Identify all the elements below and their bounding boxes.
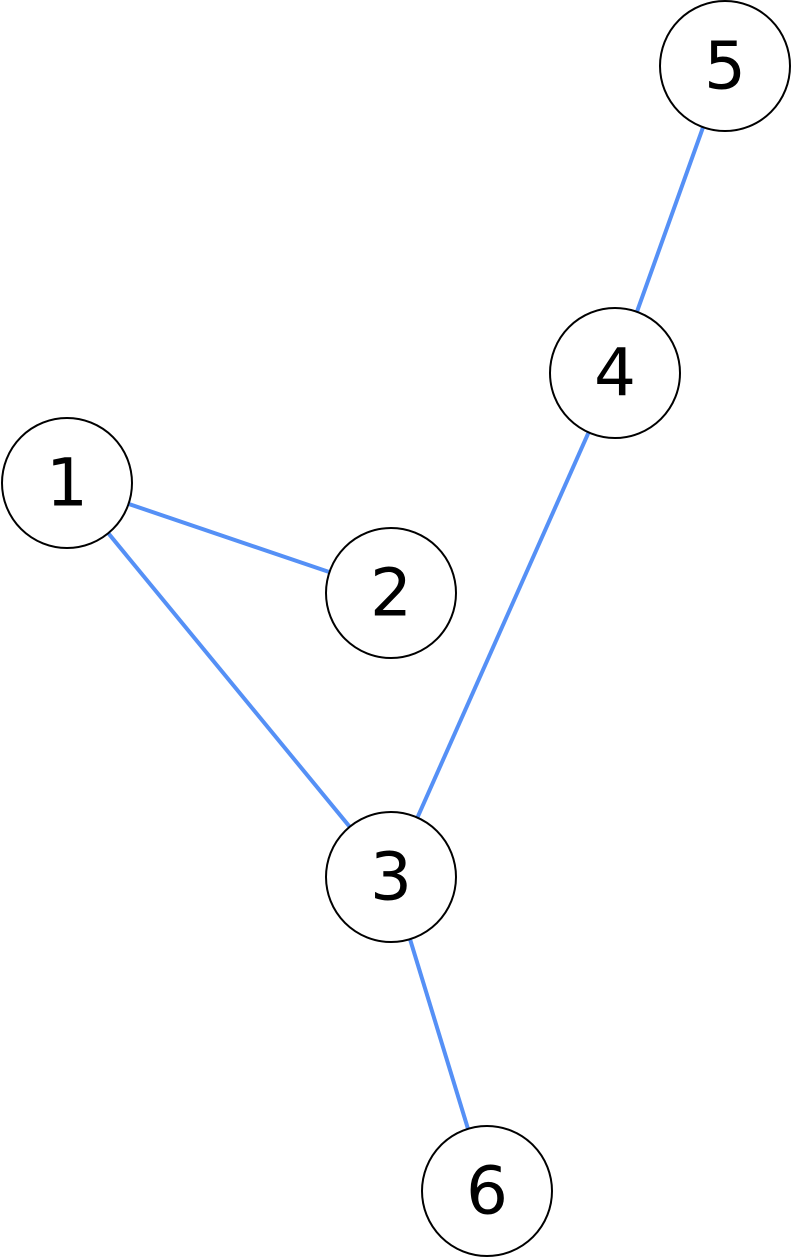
node-1: 1 [1, 417, 133, 549]
node-4: 4 [549, 307, 681, 439]
node-circle-4 [549, 307, 681, 439]
node-5: 5 [659, 0, 791, 132]
node-label-1: 1 [46, 445, 88, 522]
node-2: 2 [325, 527, 457, 659]
node-6: 6 [421, 1125, 553, 1257]
node-circle-1 [1, 417, 133, 549]
node-label-4: 4 [594, 335, 636, 412]
node-label-2: 2 [370, 555, 412, 632]
node-3: 3 [325, 811, 457, 943]
edge-1-3 [65, 481, 393, 879]
node-circle-2 [325, 527, 457, 659]
node-label-5: 5 [704, 28, 746, 105]
node-circle-5 [659, 0, 791, 132]
node-label-3: 3 [370, 839, 412, 916]
node-label-6: 6 [466, 1153, 508, 1230]
node-circle-3 [325, 811, 457, 943]
node-circle-6 [421, 1125, 553, 1257]
edge-3-4 [389, 372, 617, 878]
